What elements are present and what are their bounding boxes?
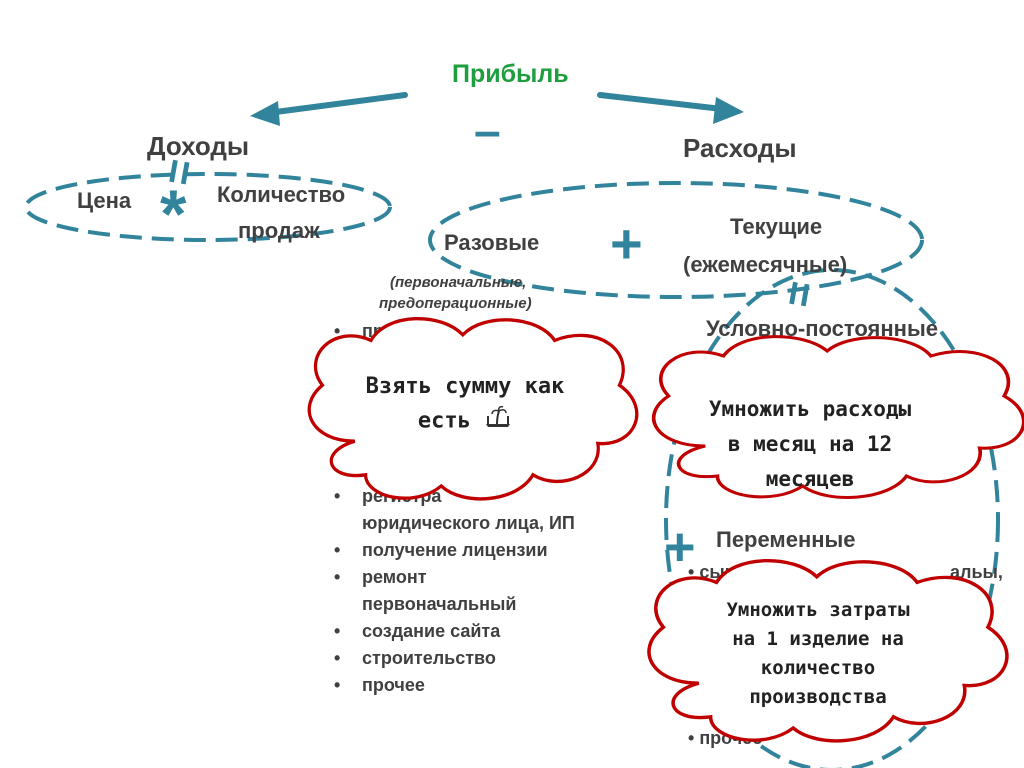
income-label: Доходы (147, 131, 250, 161)
quantity-line2: продаж (238, 218, 320, 243)
plus-sign-2: + (664, 517, 696, 577)
price-label: Цена (77, 188, 132, 213)
minus-sign: – (474, 105, 501, 158)
list-item: юридического лица, ИП (362, 513, 575, 533)
quantity-line1: Количество (217, 182, 346, 207)
expenses-label: Расходы (683, 133, 797, 163)
list-item: •прочее (334, 675, 425, 695)
cloud-monthly-text: Умножить расходы в месяц на 12 месяцев (708, 397, 912, 491)
island-icon (484, 404, 512, 439)
variable-label: Переменные (716, 527, 856, 552)
list-item: •строительство (334, 648, 496, 668)
multiply-sign: * (160, 176, 187, 252)
one-time-note-line1: (первоначальные, (390, 274, 527, 291)
list-item: •получение лицензии (334, 540, 548, 560)
variable-item-2: альы, (950, 562, 1003, 582)
current-line2: (ежемесячные) (683, 252, 848, 277)
plus-sign: + (610, 212, 643, 275)
one-time-note-line2: предоперационные) (379, 295, 532, 312)
profit-title: Прибыль (452, 60, 569, 88)
conditional-fixed-label: Условно-постоянные (706, 316, 938, 341)
list-item: •ремонт (334, 567, 427, 587)
expenses-ellipse (428, 181, 924, 299)
income-ellipse (24, 172, 392, 242)
list-item: первоначальный (362, 594, 517, 614)
left-arrow (250, 92, 408, 126)
one-time-items-list-lower: •регистра юридического лица, ИП •получен… (334, 483, 575, 699)
cloud-variable-text: Умножить затраты на 1 изделие на количес… (726, 599, 910, 708)
cloud-one-time-text: Взять сумму как есть (335, 370, 595, 439)
list-item: •создание сайта (334, 621, 501, 641)
current-expenses-ellipse (664, 268, 1000, 768)
one-time-label: Разовые (444, 230, 540, 255)
current-line1: Текущие (730, 214, 823, 239)
right-arrow (597, 92, 744, 124)
